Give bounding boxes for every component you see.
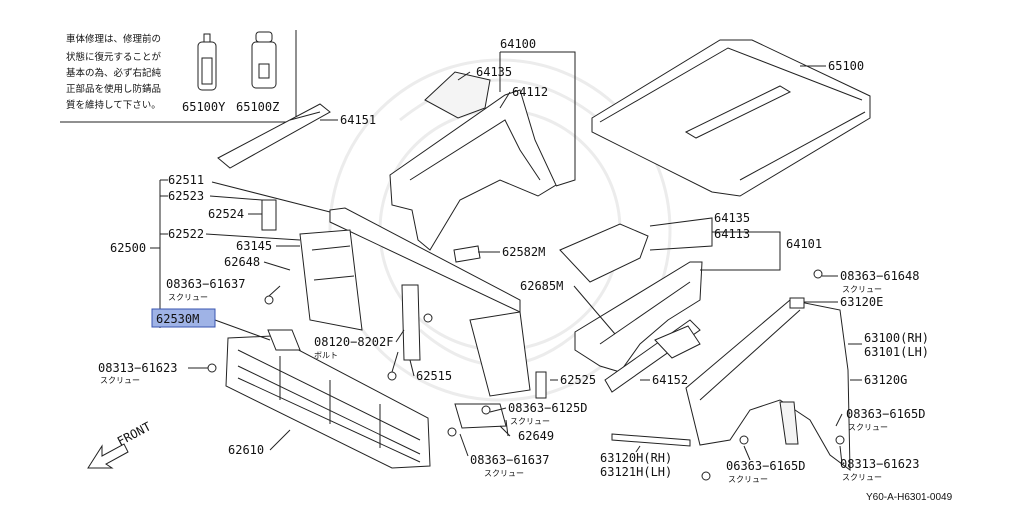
label-62500[interactable]: 62500 — [110, 241, 146, 255]
rail-64152-part — [604, 319, 701, 393]
brace-64151-part — [217, 103, 331, 169]
arrow-icon — [87, 443, 129, 469]
label-62522[interactable]: 62522 — [168, 227, 204, 241]
label-63120e[interactable]: 63120E — [840, 295, 883, 309]
label-64152[interactable]: 64152 — [652, 373, 688, 387]
label-08363-6165d-a[interactable]: 08363−6165D — [846, 407, 925, 421]
label-62530m[interactable]: 62530M — [156, 312, 199, 326]
label-62610[interactable]: 62610 — [228, 443, 264, 457]
label-08363-61648[interactable]: 08363−61648 — [840, 269, 919, 283]
label-62524[interactable]: 62524 — [208, 207, 244, 221]
note-line-2: 状態に復元することが — [66, 51, 162, 63]
hood-part — [591, 39, 871, 197]
label-64113[interactable]: 64113 — [714, 227, 750, 241]
label-08120-8202f[interactable]: 08120−8202F — [314, 335, 393, 349]
screw-note-1: スクリュー — [168, 293, 208, 302]
screw-note-5: スクリュー — [842, 285, 882, 294]
radiator-support-part — [261, 199, 531, 397]
label-63120h[interactable]: 63120H(RH) — [600, 451, 672, 465]
note-line-3: 基本の為、必ず右記純 — [66, 67, 162, 79]
label-62582m[interactable]: 62582M — [502, 245, 545, 259]
label-64112[interactable]: 64112 — [512, 85, 548, 99]
front-fender-part — [685, 299, 851, 472]
label-62648[interactable]: 62648 — [224, 255, 260, 269]
label-64135-a[interactable]: 64135 — [476, 65, 512, 79]
front-label: FRONT — [115, 419, 153, 448]
small-parts — [207, 245, 845, 481]
screw-note-4: スクリュー — [484, 469, 524, 478]
label-64151[interactable]: 64151 — [340, 113, 376, 127]
note-box: 車体修理は、修理前の 状態に復元することが 基本の為、必ず右記純 正部品を使用し… — [60, 30, 297, 123]
label-64100[interactable]: 64100 — [500, 37, 536, 51]
bolt-note: ボルト — [314, 351, 338, 360]
label-63101lh[interactable]: 63101(LH) — [864, 345, 929, 359]
product-65100z: 65100Z — [236, 100, 279, 114]
apron-upper-part — [389, 71, 557, 251]
diagram-code: Y60-A-H6301-0049 — [866, 492, 953, 503]
label-62649[interactable]: 62649 — [518, 429, 554, 443]
label-63120g[interactable]: 63120G — [864, 373, 907, 387]
label-63145[interactable]: 63145 — [236, 239, 272, 253]
leader-lines — [150, 51, 862, 465]
label-62511[interactable]: 62511 — [168, 173, 204, 187]
front-arrow: FRONT — [87, 419, 153, 469]
label-62685m[interactable]: 62685M — [520, 279, 563, 293]
screw-note-3: スクリュー — [510, 417, 550, 426]
grille-part — [225, 329, 431, 469]
screw-note-7: スクリュー — [842, 473, 882, 482]
label-62523[interactable]: 62523 — [168, 189, 204, 203]
label-62515[interactable]: 62515 — [416, 369, 452, 383]
screw-note-2: スクリュー — [100, 376, 140, 385]
label-08363-61637-b[interactable]: 08363−61637 — [470, 453, 549, 467]
spray-can-icon — [251, 31, 277, 89]
note-line-5: 質を維持して下さい。 — [66, 99, 161, 111]
label-62525[interactable]: 62525 — [560, 373, 596, 387]
screw-note-6: スクリュー — [848, 423, 888, 432]
product-65100y: 65100Y — [182, 100, 226, 114]
screw-note-8: スクリュー — [728, 475, 768, 484]
label-65100[interactable]: 65100 — [828, 59, 864, 73]
label-08363-61637-a[interactable]: 08363−61637 — [166, 277, 245, 291]
highlight-box — [151, 308, 216, 328]
label-64101[interactable]: 64101 — [786, 237, 822, 251]
label-63100rh[interactable]: 63100(RH) — [864, 331, 929, 345]
label-06363-6165d-b[interactable]: 06363−6165D — [726, 459, 805, 473]
label-64135-b[interactable]: 64135 — [714, 211, 750, 225]
label-63121h[interactable]: 63121H(LH) — [600, 465, 672, 479]
label-08313-61623-a[interactable]: 08313−61623 — [98, 361, 177, 375]
label-08363-6125d[interactable]: 08363−6125D — [508, 401, 587, 415]
spray-can-icon — [197, 33, 217, 91]
label-08313-61623-b[interactable]: 08313−61623 — [840, 457, 919, 471]
note-line-1: 車体修理は、修理前の — [66, 33, 161, 45]
note-line-4: 正部品を使用し防錆品 — [66, 83, 161, 95]
part-labels: 64100 64135 64112 65100 64151 62511 6252… — [98, 37, 929, 484]
